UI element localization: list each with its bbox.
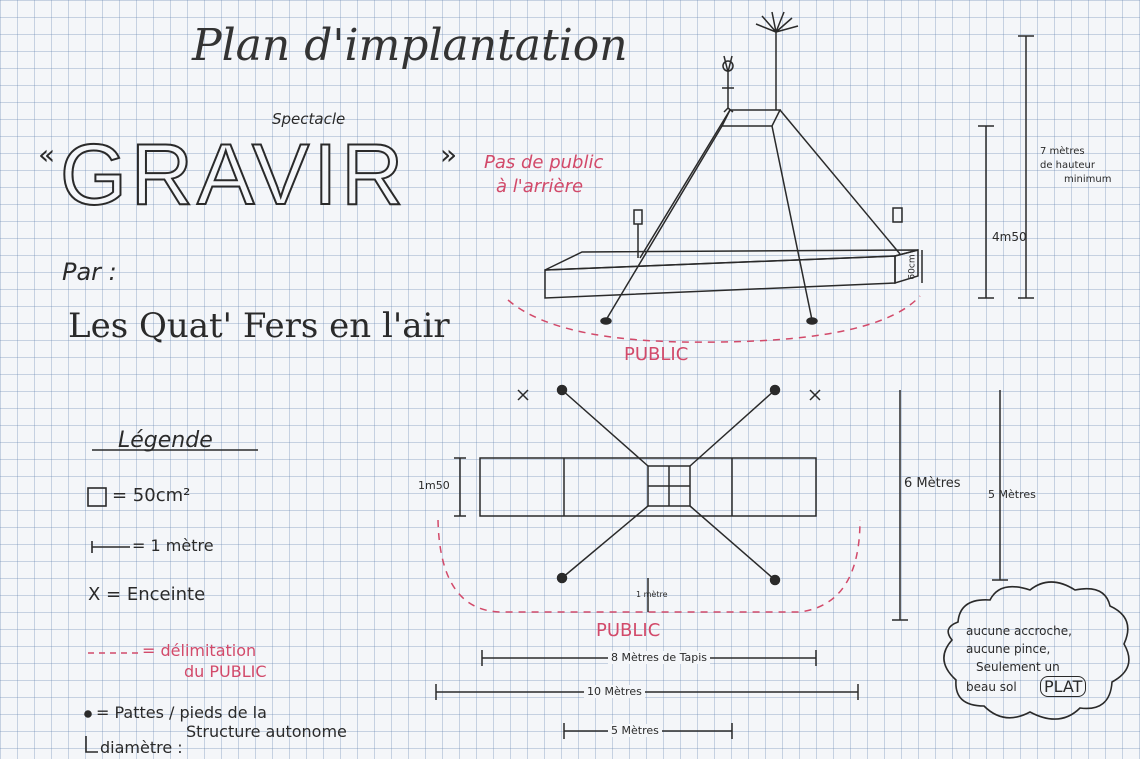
legend-feet-3: diamètre : xyxy=(100,738,183,757)
show-label: Spectacle xyxy=(272,110,346,128)
light-right xyxy=(892,207,903,223)
cloud-note-line5: PLAT xyxy=(1040,676,1087,697)
plan-leg-top-left xyxy=(561,389,649,467)
legend-feet-1: = Pattes / pieds de la xyxy=(96,703,267,722)
cloud-note-line4: beau sol xyxy=(966,680,1017,694)
light-left xyxy=(633,209,643,225)
acrobat-figure xyxy=(722,55,734,113)
leg-back-left xyxy=(639,109,731,259)
dim-mat-depth-label: 1m50 xyxy=(418,479,450,492)
mat-plan xyxy=(479,457,817,517)
plan-leg-bottom-right xyxy=(689,505,776,581)
mat-top-face xyxy=(544,249,919,271)
pole-top-branches xyxy=(755,11,799,33)
plan-foot-bottom-right xyxy=(769,574,781,586)
foot-left xyxy=(600,317,612,325)
legend-feet-2: Structure autonome xyxy=(186,722,347,741)
by-label: Par : xyxy=(62,258,117,286)
cloud-note-line2: aucune pince, xyxy=(966,642,1051,656)
public-arc-bottom xyxy=(437,519,861,613)
dim-total-height-label-1: 7 mètres xyxy=(1040,146,1085,157)
legend-meter-text: = 1 mètre xyxy=(132,536,214,555)
legend-square-symbol xyxy=(87,487,107,507)
dim-6m-label: 6 Mètres xyxy=(904,476,961,491)
plan-title: Plan d'implantation xyxy=(192,20,628,71)
legend-diameter-hook xyxy=(85,736,98,753)
dim-5m-label: 5 Mètres xyxy=(988,488,1036,501)
plan-view xyxy=(435,384,1008,739)
dim-platform-height-label: 60cm xyxy=(907,254,918,280)
company-name: Les Quat' Fers en l'air xyxy=(68,306,450,346)
elevation-view xyxy=(507,11,1034,343)
open-quote: « xyxy=(38,138,56,171)
legend-speaker-text: X = Enceinte xyxy=(88,584,206,605)
top-platform xyxy=(720,109,782,127)
dim-total-width-label: 10 Mètres xyxy=(584,685,645,698)
dim-structure-height-label: 4m50 xyxy=(992,230,1027,244)
dim-half-width-label: 5 Mètres xyxy=(608,724,662,737)
legend-public-limit-2: du PUBLIC xyxy=(184,662,267,681)
mat-side-face xyxy=(894,249,919,285)
legend-public-limit-1: = délimitation xyxy=(142,641,257,660)
close-quote: » xyxy=(440,138,458,171)
foot-right xyxy=(806,317,818,325)
dim-mat-length-label: 8 Mètres de Tapis xyxy=(608,651,710,664)
leg-back-right xyxy=(779,109,901,255)
public-label-top: PUBLIC xyxy=(624,344,689,365)
no-public-back-line2: à l'arrière xyxy=(496,176,584,197)
dim-total-height-label-2: de hauteur xyxy=(1040,160,1096,171)
plan-foot-top-right xyxy=(769,384,781,396)
plan-foot-top-left xyxy=(556,384,568,396)
legend-title: Légende xyxy=(118,428,213,453)
leg-front-right xyxy=(771,125,813,321)
public-label-bottom: PUBLIC xyxy=(596,620,661,641)
plan-leg-bottom-left xyxy=(561,505,649,579)
legend-graphics xyxy=(84,449,258,753)
dim-total-height-label-3: minimum xyxy=(1064,174,1112,185)
speaker-right xyxy=(809,389,821,401)
speaker-left xyxy=(517,389,529,401)
acrobat-head xyxy=(722,60,734,72)
leg-front-left xyxy=(605,125,723,321)
public-arc-top xyxy=(507,295,921,343)
legend-square-text: = 50cm² xyxy=(112,485,191,506)
cloud-note-line1: aucune accroche, xyxy=(966,624,1072,638)
no-public-back-line1: Pas de public xyxy=(484,152,604,173)
dim-1m-gap-label: 1 mètre xyxy=(636,590,668,599)
legend-foot-dot xyxy=(84,710,92,718)
cloud-note-outline xyxy=(943,581,1130,720)
plan-foot-bottom-left xyxy=(556,572,568,584)
plan-leg-top-right xyxy=(689,389,776,467)
show-name: GRAVIR xyxy=(59,126,408,224)
cloud-note-line3: Seulement un xyxy=(976,660,1060,674)
